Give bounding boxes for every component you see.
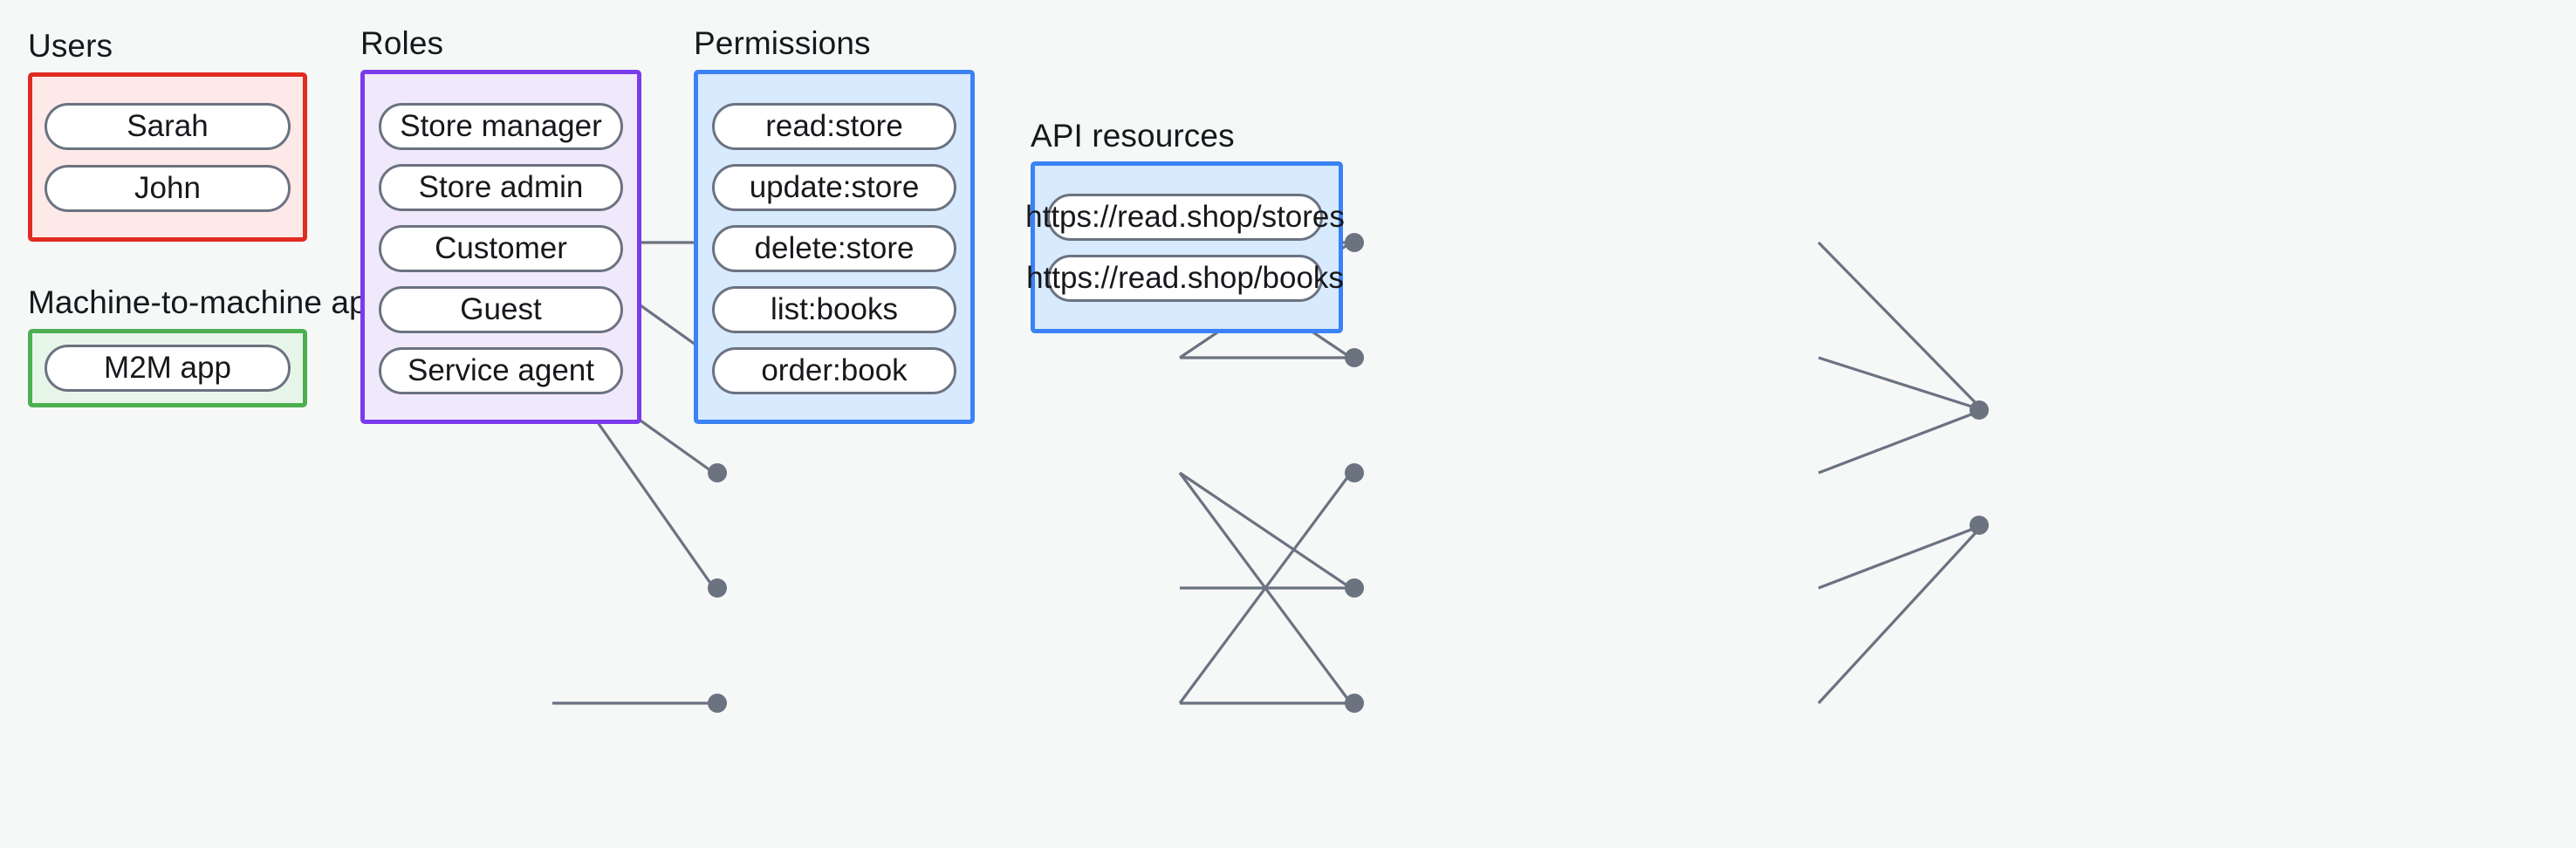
edge-list-books-books [1818,523,1983,590]
node-list-books[interactable]: list:books [712,286,956,333]
dot-guest [708,578,727,598]
edge-customer-list-books [1179,471,1352,590]
node-m2m-app[interactable]: M2M app [45,345,291,392]
node-store-manager[interactable]: Store manager [379,103,623,150]
group-title-machine-to-machine-apps: Machine-to-machine apps [28,284,402,320]
dot-customer [708,463,727,482]
edges-permissions-to-resources [1817,241,1984,705]
edge-read-store-stores [1817,241,1984,412]
node-read-shop-stores[interactable]: https://read.shop/stores [1025,194,1345,241]
group-title-permissions: Permissions [694,25,871,61]
dot-update-store [1345,348,1364,367]
edge-customer-order-book [1178,472,1353,704]
group-title-roles: Roles [360,25,444,61]
dot-stores [1970,400,1989,420]
node-customer[interactable]: Customer [379,225,623,272]
node-order-book[interactable]: order:book [712,347,956,394]
group-title-users: Users [28,28,113,64]
group-box-users [28,72,307,242]
node-read-shop-books[interactable]: https://read.shop/books [1026,255,1344,302]
node-store-admin[interactable]: Store admin [379,164,623,211]
group-title-api-resources: API resources [1031,118,1235,154]
dot-read-store [1345,233,1364,252]
dot-list-books [1345,578,1364,598]
dot-service-agent [708,694,727,713]
node-john[interactable]: John [45,165,291,212]
edge-delete-store-stores [1818,408,1983,475]
group-box-api-resources [1031,161,1343,333]
dot-books [1970,516,1989,535]
node-service-agent[interactable]: Service agent [379,347,623,394]
edge-order-book-books [1817,523,1984,705]
node-update-store[interactable]: update:store [712,164,956,211]
dot-delete-store [1345,463,1364,482]
edge-update-store-stores [1818,356,1983,412]
node-read-store[interactable]: read:store [712,103,956,150]
edge-service-agent-delete-store [1178,472,1353,704]
node-guest[interactable]: Guest [379,286,623,333]
node-sarah[interactable]: Sarah [45,103,291,150]
node-delete-store[interactable]: delete:store [712,225,956,272]
dot-order-book [1345,694,1364,713]
